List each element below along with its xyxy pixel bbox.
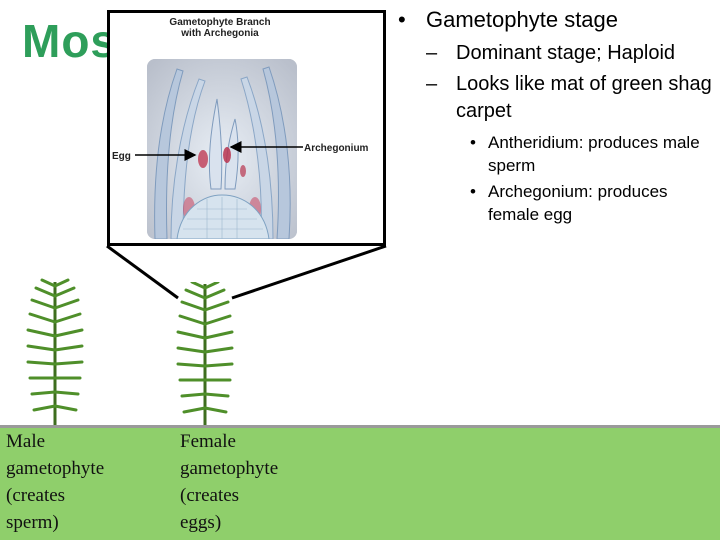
bullet-list: Gametophyte stage – Dominant stage; Hapl… xyxy=(396,4,716,226)
sub-bullet-text: Dominant stage; Haploid xyxy=(456,42,676,64)
caption-female: Female gametophyte (creates eggs) xyxy=(180,428,278,536)
male-gametophyte-plant xyxy=(26,278,84,428)
caption-panel: Male gametophyte (creates sperm) Female … xyxy=(0,425,720,540)
caption-male: Male gametophyte (creates sperm) xyxy=(6,428,104,536)
slide-title: Mos xyxy=(22,15,117,67)
dash-marker: – xyxy=(426,42,438,64)
bullet-marker: • xyxy=(470,182,476,201)
caption-line: eggs) xyxy=(180,512,222,533)
label-arrows xyxy=(135,141,303,161)
micrograph-title-line: with Archegonia xyxy=(181,28,259,39)
bullet-main: Gametophyte stage xyxy=(396,4,716,36)
micrograph-drawing xyxy=(147,59,297,239)
sub-bullet-carpet: – Looks like mat of green shag carpet xyxy=(396,71,716,125)
caption-line: sperm) xyxy=(6,512,59,533)
sub-bullet-text: Looks like mat of green shag carpet xyxy=(456,73,712,122)
caption-line: gametophyte xyxy=(180,458,279,479)
label-archegonium: Archegonium xyxy=(304,143,369,154)
caption-line: Male xyxy=(6,431,46,452)
subsub-bullet-text: Antheridium: produces male sperm xyxy=(488,133,700,175)
bullet-marker: • xyxy=(470,133,476,152)
caption-line: Female xyxy=(180,431,236,452)
subsub-bullet-archegonium: • Archegonium: produces female egg xyxy=(396,180,716,226)
label-egg: Egg xyxy=(112,151,131,162)
micrograph-title: Gametophyte Branch with Archegonia xyxy=(150,17,290,39)
subsub-bullet-text: Archegonium: produces female egg xyxy=(488,182,668,224)
caption-line: gametophyte xyxy=(6,458,105,479)
caption-line: (creates xyxy=(180,485,240,506)
female-gametophyte-plant xyxy=(176,282,234,428)
dash-marker: – xyxy=(426,73,438,95)
caption-line: (creates xyxy=(6,485,66,506)
micrograph-image xyxy=(147,59,297,239)
micrograph-title-line: Gametophyte Branch xyxy=(169,17,271,28)
sub-bullet-dominant: – Dominant stage; Haploid xyxy=(396,40,716,67)
subsub-bullet-antheridium: • Antheridium: produces male sperm xyxy=(396,131,716,177)
micrograph-callout: Gametophyte Branch with Archegonia xyxy=(107,10,386,246)
